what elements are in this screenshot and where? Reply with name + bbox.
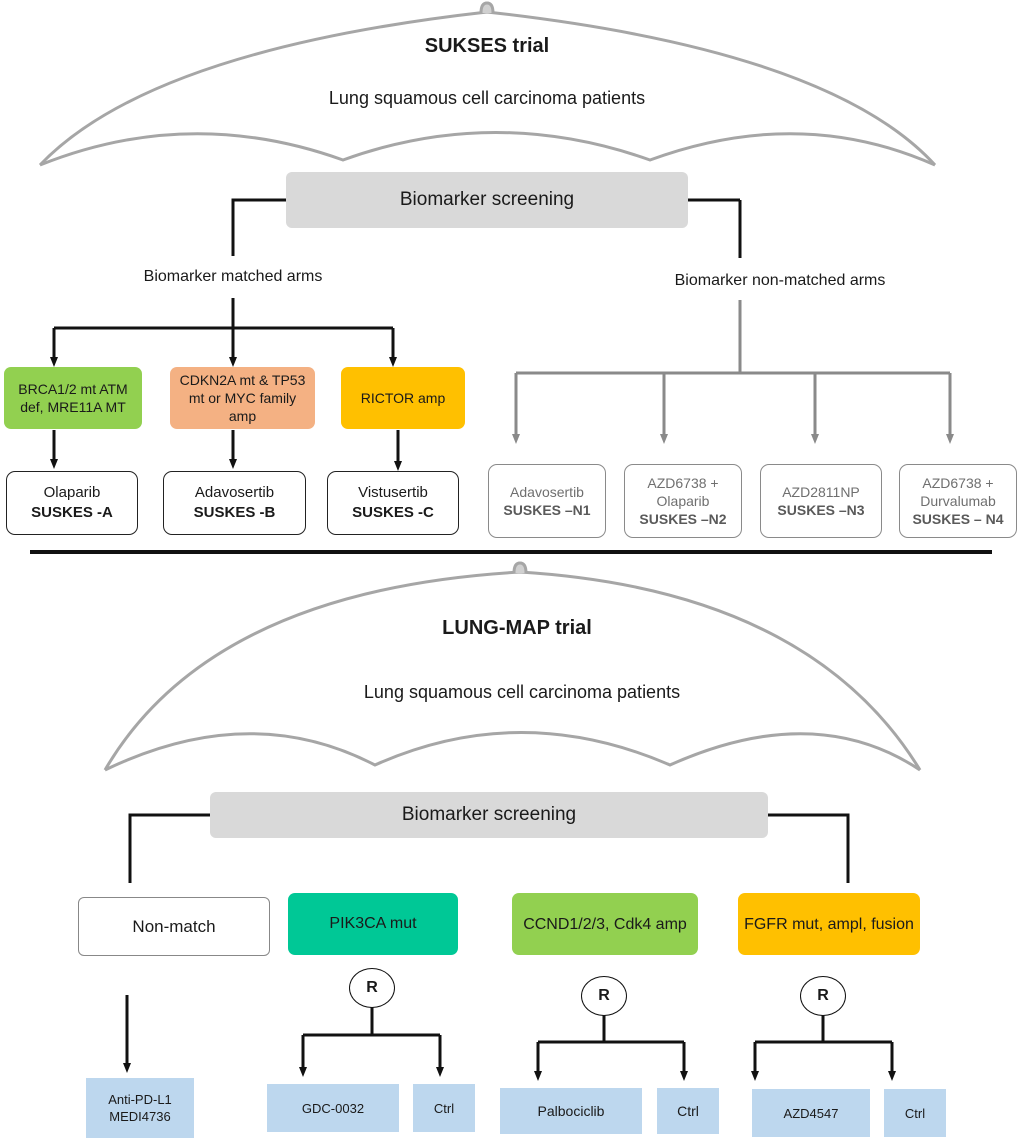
drug-name: Vistusertib [358,484,428,501]
arm-sukses-c: Vistusertib SUSKES -C [327,471,459,535]
arm-label: SUSKES -A [31,504,113,521]
sukses-title: SUKSES trial [424,34,550,57]
drug-name: AZD6738 + Olaparib [647,475,719,509]
treatment-ctrl: Ctrl [884,1089,946,1137]
condition-rictor: RICTOR amp [341,367,465,429]
lungmap-screening-box: Biomarker screening [210,792,768,838]
substudy-fgfr: FGFR mut, ampl, fusion [738,893,920,955]
arm-sukses-n2: AZD6738 + Olaparib SUSKES –N2 [624,464,742,538]
arm-sukses-n1: Adavosertib SUSKES –N1 [488,464,606,538]
arm-label: SUSKES – N4 [912,511,1004,527]
matched-arms-label: Biomarker matched arms [100,258,366,296]
treatment-ctrl: Ctrl [413,1084,475,1132]
treatment-gdc-0032: GDC-0032 [267,1084,399,1132]
substudy-pik3ca: PIK3CA mut [288,893,458,955]
drug-name: AZD2811NP [782,484,860,500]
lungmap-title: LUNG-MAP trial [442,616,592,639]
arm-sukses-a: Olaparib SUSKES -A [6,471,138,535]
arm-sukses-n3: AZD2811NP SUSKES –N3 [760,464,882,538]
randomization-circle: R [800,976,846,1016]
treatment-ctrl: Ctrl [657,1088,719,1134]
lungmap-population: Lung squamous cell carcinoma patients [363,681,681,702]
condition-cdkn2a: CDKN2A mt & TP53 mt or MYC family amp [170,367,315,429]
arm-label: SUSKES –N1 [503,502,591,518]
sukses-population: Lung squamous cell carcinoma patients [328,87,646,108]
drug-name: Adavosertib [510,484,584,500]
arm-label: SUSKES -B [193,504,276,521]
arm-label: SUSKES –N3 [777,502,865,518]
lungmap-connectors [123,813,896,1081]
umbrella-bottom-icon [103,561,922,772]
treatment-anti-pd-l1: Anti-PD-L1 MEDI4736 [86,1078,194,1138]
sukses-screening-box: Biomarker screening [286,172,688,228]
arm-label: SUSKES -C [352,504,434,521]
treatment-azd4547: AZD4547 [752,1089,870,1137]
substudy-ccnd: CCND1/2/3, Cdk4 amp [512,893,698,955]
drug-name: Adavosertib [194,484,275,501]
arm-sukses-n4: AZD6738 + Durvalumab SUSKES – N4 [899,464,1017,538]
nonmatch-box: Non-match [78,897,270,956]
drug-name: AZD6738 + Durvalumab [920,475,996,509]
condition-brca: BRCA1/2 mt ATM def, MRE11A MT [4,367,142,429]
treatment-palbociclib: Palbociclib [500,1088,642,1134]
drug-name: Olaparib [43,484,101,501]
arm-label: SUSKES –N2 [639,511,727,527]
arm-sukses-b: Adavosertib SUSKES -B [163,471,306,535]
randomization-circle: R [581,976,627,1016]
umbrella-top-icon [38,1,937,167]
nonmatched-arms-label: Biomarker non-matched arms [674,272,886,289]
matched-connectors [50,198,402,471]
nonmatched-connectors [512,300,954,444]
randomization-circle: R [349,968,395,1008]
